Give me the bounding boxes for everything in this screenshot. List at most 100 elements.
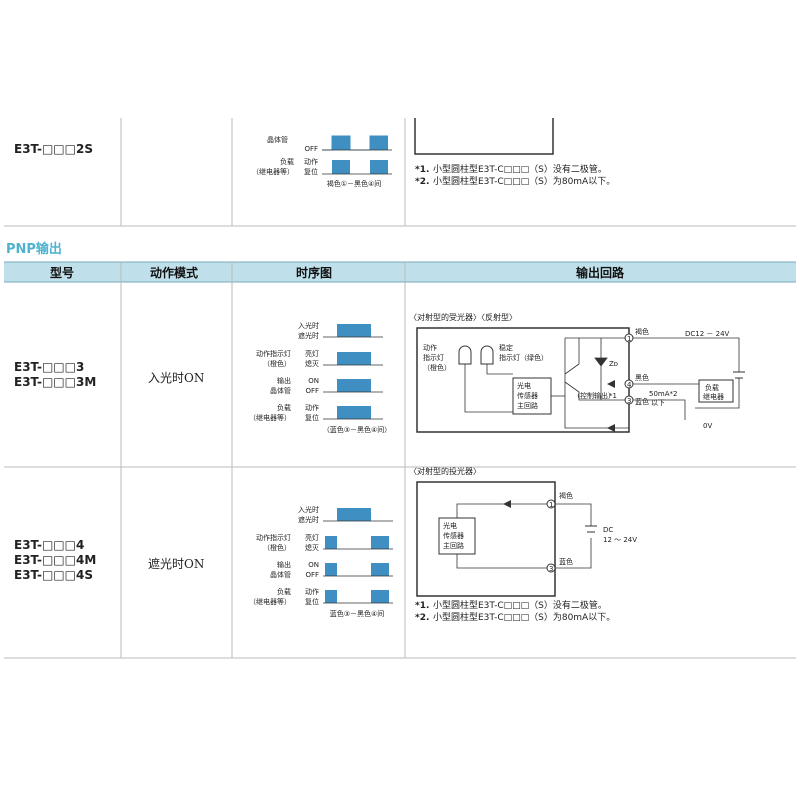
model-item: E3T-□□□4S bbox=[14, 568, 93, 582]
main-text: 主回路 bbox=[517, 401, 538, 410]
svg-text:小型圆柱型E3T-C□□□（S）为80mA以下。: 小型圆柱型E3T-C□□□（S）为80mA以下。 bbox=[433, 611, 615, 622]
light-off-label: 遮光时 bbox=[298, 331, 319, 340]
lit-label: 亮灯 bbox=[305, 349, 319, 358]
star1-label: *1 bbox=[609, 392, 617, 400]
operation-mode: 遮光时ON bbox=[148, 557, 205, 571]
svg-text:熄灭: 熄灭 bbox=[305, 543, 319, 552]
svg-text:复位: 复位 bbox=[305, 597, 319, 606]
battery-icon bbox=[585, 525, 597, 533]
unlit-label: 熄灭 bbox=[305, 359, 319, 368]
off-label: OFF bbox=[304, 145, 318, 153]
svg-text:4: 4 bbox=[627, 381, 632, 389]
svg-text:负载: 负载 bbox=[705, 383, 719, 392]
act-label: 动作 bbox=[305, 403, 319, 412]
main-circuit-box bbox=[512, 377, 552, 415]
timing-note: 褐色①－黑色④间 bbox=[327, 179, 382, 188]
header-timing: 时序图 bbox=[296, 266, 333, 280]
transistor-label: 晶体管 bbox=[267, 135, 288, 144]
svg-text:光电: 光电 bbox=[443, 521, 457, 530]
pulse-block bbox=[371, 563, 389, 576]
on-label: ON bbox=[308, 377, 319, 385]
model-item: E3T-□□□3 bbox=[14, 360, 85, 374]
timing-chart-row1: 入光时 遮光时 动作指示灯 （橙色） 亮灯 熄灭 输出 晶体管 ON OFF 负… bbox=[249, 321, 392, 434]
model-item: E3T-□□□4M bbox=[14, 553, 97, 567]
note-text: 小型圆柱型E3T-C□□□（S）没有二极管。 bbox=[433, 163, 607, 175]
section-title-pnp: PNP输出 bbox=[6, 242, 62, 257]
svg-text:1: 1 bbox=[627, 335, 631, 343]
indicator-color-label: （橙色） bbox=[263, 359, 291, 368]
dc-range-label: 12 ～ 24V bbox=[603, 536, 637, 544]
svg-text:ON: ON bbox=[308, 561, 319, 569]
wire-blue-label: 蓝色 bbox=[559, 557, 573, 566]
stable-text: 指示灯（绿色） bbox=[499, 353, 548, 362]
load-label: 负载 bbox=[277, 403, 291, 412]
battery-icon bbox=[733, 371, 745, 379]
svg-text:动作指示灯: 动作指示灯 bbox=[256, 533, 291, 542]
svg-text:蓝色③－黑色④间: 蓝色③－黑色④间 bbox=[330, 609, 385, 618]
circuit-title: 〈对射型的投光器〉 bbox=[409, 466, 481, 476]
svg-text:主回路: 主回路 bbox=[443, 541, 464, 550]
reset-label: 复位 bbox=[305, 413, 319, 422]
diode-icon bbox=[503, 500, 511, 508]
svg-text:继电器: 继电器 bbox=[703, 392, 724, 401]
svg-text:输出: 输出 bbox=[277, 560, 291, 569]
pulse-block bbox=[337, 379, 371, 392]
svg-text:晶体管: 晶体管 bbox=[270, 570, 291, 579]
note-text: 小型圆柱型E3T-C□□□（S）为80mA以下。 bbox=[433, 175, 615, 187]
svg-text:负载: 负载 bbox=[277, 587, 291, 596]
svg-text:遮光时: 遮光时 bbox=[298, 515, 319, 524]
dc-label: DC bbox=[603, 526, 613, 534]
load-relay-box bbox=[698, 379, 734, 403]
pulse-block bbox=[337, 508, 371, 521]
pulse-block bbox=[370, 160, 388, 174]
svg-text:（橙色）: （橙色） bbox=[263, 543, 291, 552]
svg-text:入光时: 入光时 bbox=[298, 505, 319, 514]
timing-note: （蓝色③－黑色④间） bbox=[323, 425, 392, 434]
transistor-icon bbox=[564, 363, 580, 393]
indicator-text: 动作 bbox=[423, 343, 437, 352]
emitter-enclosure bbox=[416, 481, 556, 597]
svg-text:以下: 以下 bbox=[651, 399, 665, 407]
wire-brown-label: 褐色 bbox=[559, 491, 573, 500]
reset-label: 复位 bbox=[304, 167, 318, 176]
dc-label: DC12 － 24V bbox=[685, 330, 730, 338]
svg-text:3: 3 bbox=[627, 397, 631, 405]
zener-diode-icon bbox=[594, 338, 608, 400]
svg-text:OFF: OFF bbox=[305, 571, 319, 579]
transistor-label: 晶体管 bbox=[270, 386, 291, 395]
wire-brown-label: 褐色 bbox=[635, 327, 649, 336]
diode-icon bbox=[607, 380, 615, 388]
svg-text:*1.: *1. bbox=[415, 601, 429, 611]
main-text: 光电 bbox=[517, 381, 531, 390]
main-text: 传感器 bbox=[517, 391, 538, 400]
svg-text:1: 1 bbox=[549, 501, 553, 509]
indicator-label: 动作指示灯 bbox=[256, 349, 291, 358]
wire-black-label: 黑色 bbox=[635, 373, 649, 382]
timing-chart-npn-tail: 晶体管 OFF 负载 （继电器等） 动作 复位 褐色①－黑色④间 bbox=[252, 135, 392, 188]
circuit-npn-tail: *1. 小型圆柱型E3T-C□□□（S）没有二极管。 *2. 小型圆柱型E3T-… bbox=[414, 118, 615, 187]
circuit-title: 〈对射型的受光器〉〈反射型〉 bbox=[409, 312, 517, 322]
pulse-block bbox=[337, 406, 371, 419]
table-header-bar bbox=[4, 262, 796, 282]
circuit-row2: 〈对射型的投光器〉 光电 传感器 主回路 1 3 褐色 蓝色 DC 12 ～ 2… bbox=[409, 466, 637, 622]
circuit-row1: 〈对射型的受光器〉〈反射型〉 动作 指示灯 （橙色） 稳定 指示灯（绿色） 光电… bbox=[409, 312, 745, 433]
pulse-block bbox=[332, 160, 350, 174]
model-item: E3T-□□□3M bbox=[14, 375, 97, 389]
svg-text:小型圆柱型E3T-C□□□（S）没有二极管。: 小型圆柱型E3T-C□□□（S）没有二极管。 bbox=[433, 599, 607, 611]
pulse-block bbox=[325, 536, 337, 549]
pulse-block bbox=[325, 563, 337, 576]
stable-led-icon bbox=[480, 345, 494, 365]
indicator-text: 指示灯 bbox=[423, 353, 444, 362]
header-model: 型号 bbox=[50, 266, 75, 280]
light-on-label: 入光时 bbox=[298, 321, 319, 330]
zd-label: Zᴅ bbox=[609, 360, 618, 368]
header-circuit: 输出回路 bbox=[576, 266, 625, 280]
indicator-text: （橙色） bbox=[423, 363, 451, 372]
off-label: OFF bbox=[305, 387, 319, 395]
load-label: 负载 bbox=[280, 157, 294, 166]
note-mark: *1. bbox=[415, 165, 429, 175]
pulse-block bbox=[337, 324, 371, 337]
wire-blue-label: 蓝色 bbox=[635, 397, 649, 406]
pulse-block bbox=[371, 536, 389, 549]
